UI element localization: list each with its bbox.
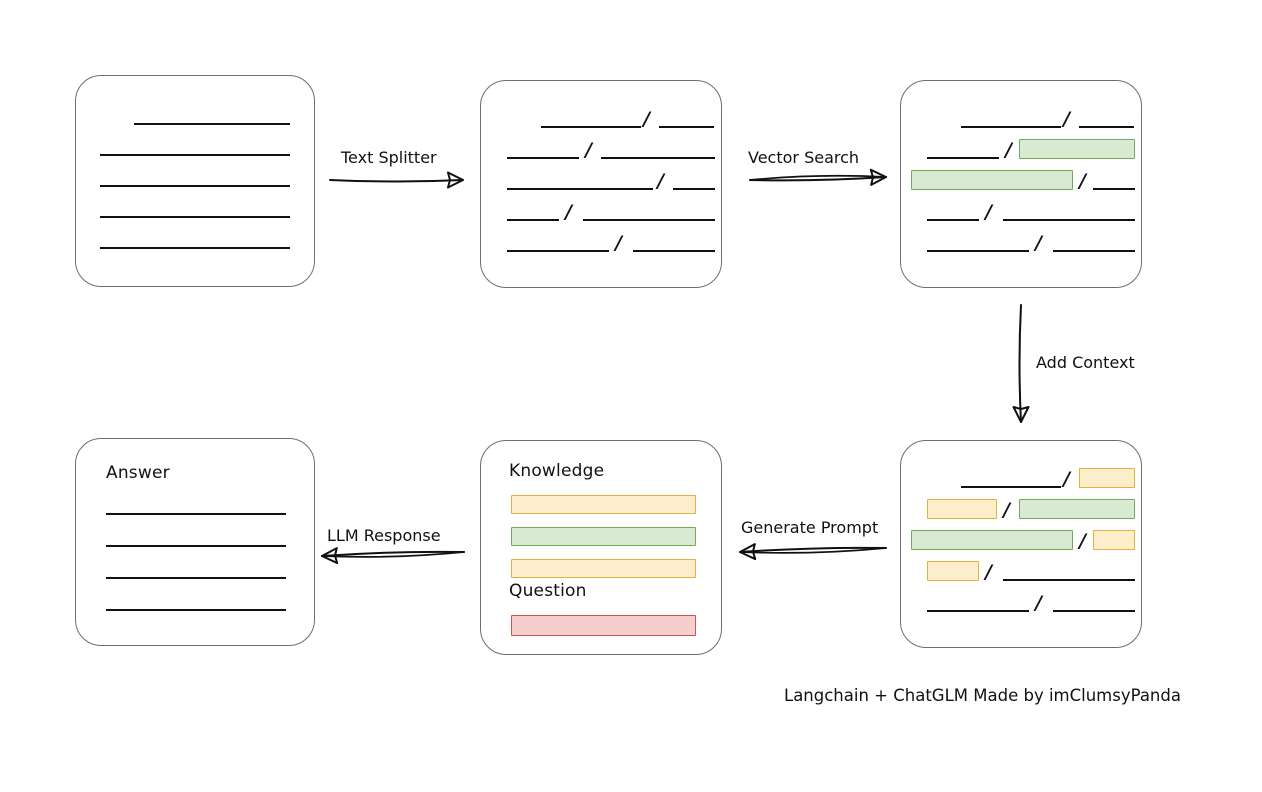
slash-separator: / [1003, 499, 1010, 521]
highlight-chip-green [911, 530, 1073, 550]
text-rule [100, 247, 290, 249]
highlight-chip-yellow [1093, 530, 1135, 550]
arrow-vector-search [749, 168, 887, 186]
highlight-chip-yellow [1079, 468, 1135, 488]
node-vector-matched-chunks[interactable]: / / / / / [900, 80, 1142, 288]
text-rule [1053, 250, 1135, 252]
text-rule [659, 126, 714, 128]
slash-separator: / [985, 201, 992, 223]
text-rule [1093, 188, 1135, 190]
highlight-chip-green [1019, 499, 1135, 519]
node-heading-prompt-knowledge: Knowledge [509, 461, 605, 481]
arrow-llm-response [321, 547, 465, 565]
node-answer[interactable]: Answer [75, 438, 315, 646]
node-heading-prompt-question: Question [509, 581, 587, 601]
text-rule [106, 609, 286, 611]
text-rule [106, 577, 286, 579]
slash-separator: / [615, 232, 622, 254]
text-rule [100, 185, 290, 187]
slash-separator: / [1035, 592, 1042, 614]
edge-label-vector-search: Vector Search [748, 148, 860, 167]
slash-separator: / [657, 170, 664, 192]
text-rule [100, 216, 290, 218]
text-rule [961, 486, 1061, 488]
text-rule [541, 126, 641, 128]
text-rule [583, 219, 715, 221]
text-rule [633, 250, 715, 252]
slash-separator: / [1079, 530, 1086, 552]
slash-separator: / [643, 108, 650, 130]
edge-label-text-splitter: Text Splitter [341, 148, 437, 167]
text-rule [927, 157, 999, 159]
text-rule [1003, 579, 1135, 581]
slash-separator: / [985, 561, 992, 583]
text-rule [134, 123, 290, 125]
highlight-chip-yellow [927, 499, 997, 519]
text-rule [507, 219, 559, 221]
text-rule [507, 188, 653, 190]
node-title-answer: Answer [106, 463, 170, 483]
text-rule [927, 219, 979, 221]
edge-label-llm-response: LLM Response [327, 526, 441, 545]
highlight-chip-yellow [927, 561, 979, 581]
text-rule [1053, 610, 1135, 612]
text-rule [1003, 219, 1135, 221]
diagram-caption: Langchain + ChatGLM Made by imClumsyPand… [784, 686, 1181, 705]
slash-separator: / [1063, 108, 1070, 130]
text-rule [507, 157, 579, 159]
node-context-enriched-chunks[interactable]: / / / / / [900, 440, 1142, 648]
text-rule [927, 250, 1029, 252]
node-split-chunks[interactable]: / / / / / [480, 80, 722, 288]
edge-label-add-context: Add Context [1036, 353, 1135, 372]
text-rule [106, 513, 286, 515]
slash-separator: / [565, 201, 572, 223]
arrow-add-context [1012, 304, 1030, 423]
arrow-generate-prompt [739, 543, 887, 561]
prompt-bar-green [511, 527, 696, 546]
edge-label-generate-prompt: Generate Prompt [741, 518, 879, 537]
slash-separator: / [1079, 170, 1086, 192]
slash-separator: / [1035, 232, 1042, 254]
node-source-document[interactable] [75, 75, 315, 287]
text-rule [673, 188, 715, 190]
highlight-chip-green [1019, 139, 1135, 159]
text-rule [106, 545, 286, 547]
highlight-chip-green [911, 170, 1073, 190]
prompt-bar-red [511, 615, 696, 636]
text-rule [507, 250, 609, 252]
prompt-bar-yellow [511, 559, 696, 578]
arrow-text-splitter [329, 171, 464, 189]
text-rule [1079, 126, 1134, 128]
text-rule [601, 157, 715, 159]
slash-separator: / [1005, 139, 1012, 161]
prompt-bar-yellow [511, 495, 696, 514]
slash-separator: / [585, 139, 592, 161]
text-rule [100, 154, 290, 156]
text-rule [961, 126, 1061, 128]
text-rule [927, 610, 1029, 612]
slash-separator: / [1063, 468, 1070, 490]
